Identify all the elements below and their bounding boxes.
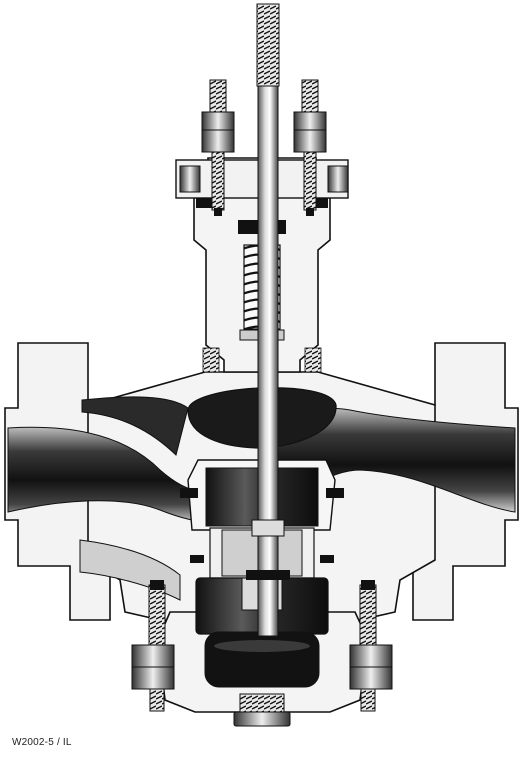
figure-caption: W2002-5 / IL [12,737,72,748]
packing-flange-stud-right [293,79,327,216]
bonnet-nut-left [179,165,201,193]
valve-cross-section-illustration: O [4,3,519,727]
bonnet-nut-right [327,165,349,193]
bottom-drain-plug [233,693,291,727]
valve-stem [246,3,290,637]
packing-flange-stud-left [201,79,235,216]
bottom-flange-stud-right [349,580,393,712]
bottom-flange-stud-left [131,580,175,712]
